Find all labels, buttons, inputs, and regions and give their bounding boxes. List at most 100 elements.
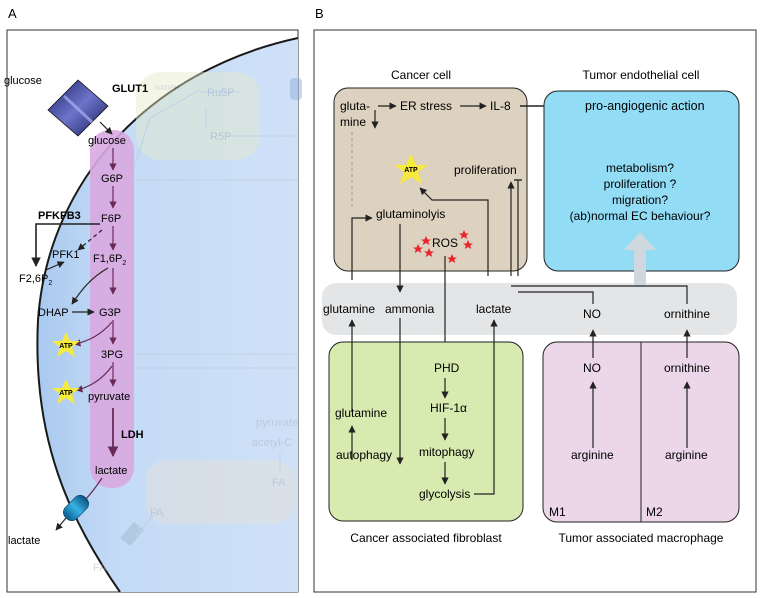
mitophagy: mitophagy: [419, 445, 474, 459]
atp-label-2: ATP: [59, 390, 73, 397]
atp-label-b: ATP: [404, 167, 418, 174]
arrow-glycolysis-lactate: [474, 319, 498, 495]
pfkfb3-label: PFKFB3: [38, 210, 81, 222]
arrow-lactate-export: [55, 517, 67, 531]
f26p2-label: F2,6P2: [19, 273, 52, 287]
cancer-cell-title: Cancer cell: [391, 68, 451, 82]
ros-star-5: [463, 240, 473, 249]
faded-pathways: NADPH Ru5P R5P pyruvate acetyl-C FA FA F…: [93, 72, 302, 574]
arrow-glut1-to-glucose: [99, 121, 113, 135]
lactate-outside: lactate: [8, 535, 40, 547]
panel-a-label: A: [8, 6, 17, 21]
glucose-inside: glucose: [88, 135, 126, 147]
caf-box: [328, 341, 524, 522]
faded-ppp-box: [136, 72, 260, 160]
line-ornithine-to-proliferation: [511, 285, 688, 304]
atp-star-b: [394, 154, 428, 184]
arrow-f16p2-dhap: [71, 267, 109, 305]
il8: IL-8: [490, 99, 511, 113]
glut1-label: GLUT1: [112, 83, 148, 95]
f16p2-label: F1,6P2: [93, 253, 126, 267]
faded-fa-transporter: [120, 522, 144, 546]
pro-angiogenic: pro-angiogenic action: [585, 99, 705, 113]
ros-star-1: [421, 236, 431, 245]
atp-star-1: [52, 332, 80, 357]
g6p-label: G6P: [101, 173, 123, 185]
phd: PHD: [434, 361, 460, 375]
faded-ru5p: Ru5P: [207, 87, 235, 99]
faded-fa-1: FA: [272, 477, 286, 489]
g3p-label: G3P: [99, 307, 121, 319]
faded-nadph: NADPH: [155, 85, 180, 92]
panel-b-frame: [313, 29, 757, 593]
hif: HIF-1α: [430, 401, 467, 415]
mac-ornithine: ornithine: [664, 361, 710, 375]
panel-b-label: B: [315, 6, 324, 21]
faded-fa-2: FA: [150, 507, 164, 519]
dhap-label: DHAP: [38, 307, 69, 319]
glycolysis-band: [90, 130, 134, 488]
faded-r5p: R5P: [210, 131, 231, 143]
caf-title: Cancer associated fibroblast: [350, 531, 502, 545]
faded-fa-3: FA: [93, 562, 107, 574]
dashed-arrow-pfk1: [77, 229, 103, 251]
ros: ROS: [432, 236, 458, 250]
faded-acetyl: acetyl-C: [252, 437, 292, 449]
glucose-outside: glucose: [4, 75, 42, 87]
ldh-label: LDH: [121, 429, 144, 441]
question-behaviour: (ab)normal EC behaviour?: [570, 209, 711, 223]
band-lactate: lactate: [476, 302, 512, 316]
pfk1-label: PFK1: [52, 249, 80, 261]
ros-stars: [413, 230, 473, 263]
arrow-lactate-atp: [419, 187, 489, 276]
faded-pyruvate: pyruvate: [256, 417, 298, 429]
arginine-m1: arginine: [571, 448, 614, 462]
proliferation: proliferation: [454, 163, 517, 177]
arrow-to-atp-2: [75, 365, 113, 393]
3pg-label: 3PG: [101, 349, 123, 361]
atp-star-2: [52, 379, 80, 404]
panel-b: B Cancer cell Tumor endothelial cell glu…: [313, 6, 757, 593]
band-ornithine: ornithine: [664, 307, 710, 321]
glut1-transporter: [47, 79, 109, 137]
ros-star-3: [424, 248, 434, 257]
ros-star-4: [459, 230, 469, 239]
autophagy: autophagy: [336, 448, 392, 462]
question-migration: migration?: [612, 193, 668, 207]
band-no: NO: [583, 307, 601, 321]
f6p-label: F6P: [101, 213, 121, 225]
arrow-f26p2-activates: [45, 261, 65, 271]
arrow-glutamine-glutaminolysis: [351, 214, 373, 280]
glutamine-cell-line1: gluta-: [340, 99, 370, 113]
m1-label: M1: [549, 505, 566, 519]
exchange-band: [322, 283, 737, 335]
question-proliferation: proliferation ?: [604, 177, 677, 191]
endothelial-title: Tumor endothelial cell: [583, 68, 700, 82]
glutamine-cell-line2: mine: [340, 115, 366, 129]
arginine-m2: arginine: [665, 448, 708, 462]
ros-star-2: [413, 244, 423, 253]
arrow-to-atp-1: [73, 321, 113, 347]
band-ammonia: ammonia: [385, 302, 435, 316]
glutaminolysis: glutaminolyis: [376, 207, 445, 221]
line-no-to-proliferation: [518, 291, 594, 304]
faded-fa-box: [145, 460, 295, 524]
glycolysis: glycolysis: [419, 487, 470, 501]
mac-no: NO: [583, 361, 601, 375]
lactate-inside: lactate: [95, 465, 127, 477]
ros-star-6: [447, 254, 457, 263]
pyruvate-label: pyruvate: [88, 391, 130, 403]
er-stress: ER stress: [400, 99, 452, 113]
atp-label-1: ATP: [59, 343, 73, 350]
up-arrow-to-ec: [624, 232, 656, 286]
faded-edge-shape: [290, 78, 302, 100]
question-metabolism: metabolism?: [606, 161, 674, 175]
band-glutamine: glutamine: [323, 302, 375, 316]
caf-glutamine: glutamine: [335, 406, 387, 420]
cancer-cell-box: [333, 87, 528, 272]
arrow-f6p-to-f26p2: [31, 223, 100, 267]
macrophage-title: Tumor associated macrophage: [559, 531, 724, 545]
lactate-transporter: [63, 495, 89, 521]
m2-label: M2: [646, 505, 663, 519]
